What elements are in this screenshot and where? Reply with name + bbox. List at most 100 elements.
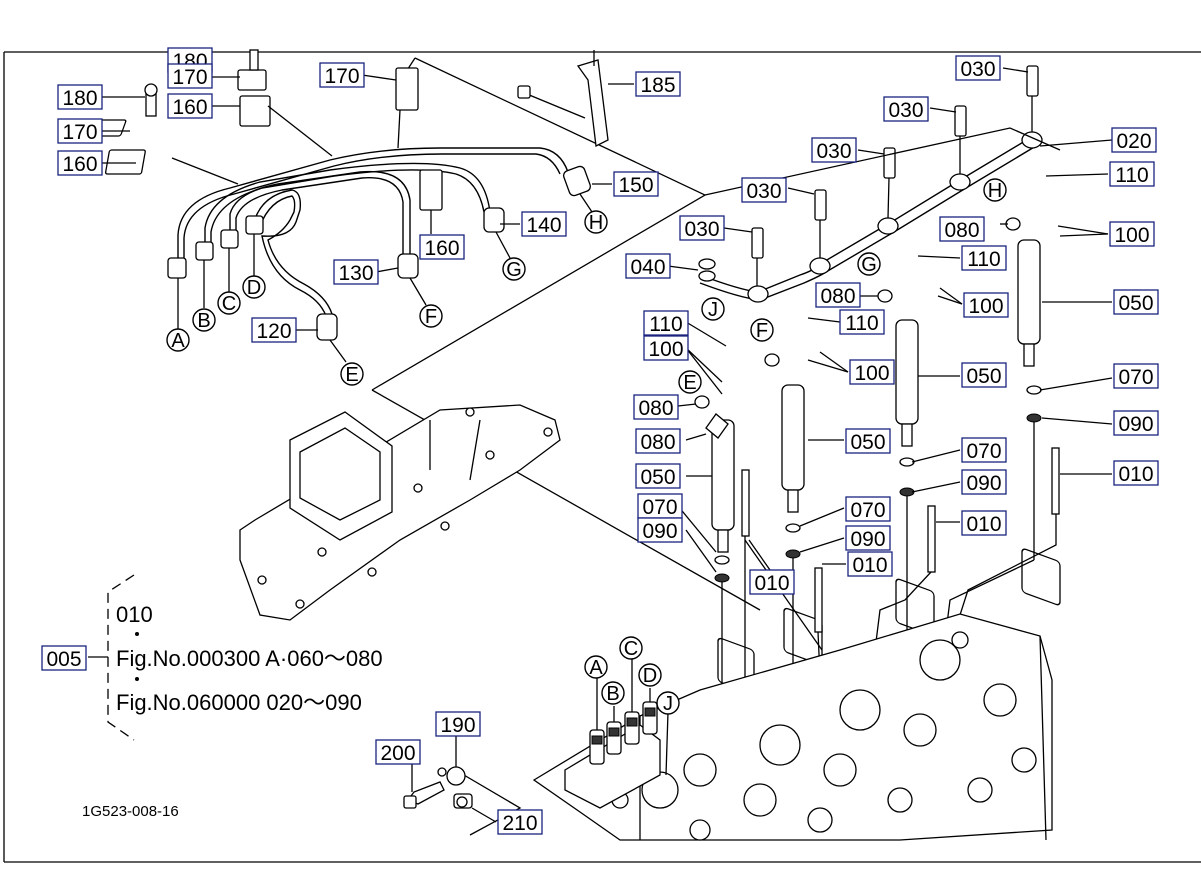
- part-label-050[interactable]: 050: [1113, 289, 1159, 315]
- injector-3: [895, 319, 935, 636]
- part-label-050[interactable]: 050: [845, 428, 891, 454]
- part-label-box: [167, 93, 213, 119]
- ref-letter-circle: [656, 691, 680, 715]
- part-label-160[interactable]: 160: [57, 150, 103, 176]
- part-label-080[interactable]: 080: [939, 216, 985, 242]
- part-label-box: [741, 177, 787, 203]
- part-label-185[interactable]: 185: [635, 71, 681, 97]
- part-label-210[interactable]: 210: [497, 809, 543, 835]
- part-label-box: [1109, 221, 1155, 247]
- part-label-160[interactable]: 160: [419, 234, 465, 260]
- part-label-010[interactable]: 010: [1113, 460, 1159, 486]
- part-label-text: 130: [338, 262, 373, 285]
- part-label-box: [635, 428, 681, 454]
- part-label-box: [251, 317, 297, 343]
- part-label-010[interactable]: 010: [961, 510, 1007, 536]
- ref-letter-C: C: [217, 291, 241, 315]
- part-label-100[interactable]: 100: [963, 292, 1009, 318]
- ref-letter-circle: [678, 370, 702, 394]
- part-label-text: 090: [642, 520, 677, 543]
- part-label-text: 110: [845, 312, 878, 335]
- ref-letter-circle: [217, 291, 241, 315]
- part-label-110[interactable]: 110: [1109, 161, 1155, 187]
- ref-letter-text: F: [756, 320, 768, 342]
- part-label-text: 050: [1118, 292, 1153, 315]
- part-label-box: [1113, 460, 1159, 486]
- part-label-120[interactable]: 120: [251, 317, 297, 343]
- ref-letter-H: H: [983, 178, 1007, 202]
- part-label-100[interactable]: 100: [849, 359, 895, 385]
- part-label-070[interactable]: 070: [637, 493, 683, 519]
- part-label-030[interactable]: 030: [741, 177, 787, 203]
- legend: 005 010 Fig.No.000300 A·060～080 Fig.No.0…: [41, 602, 383, 715]
- injection-pump-cluster: [564, 658, 669, 809]
- part-label-160[interactable]: 160: [167, 93, 213, 119]
- part-label-110[interactable]: 110: [839, 309, 885, 335]
- part-label-text: 170: [324, 65, 359, 88]
- part-label-170[interactable]: 170: [57, 118, 103, 144]
- part-label-text: 120: [256, 320, 291, 343]
- ref-letter-text: H: [988, 180, 1002, 202]
- part-label-140[interactable]: 140: [521, 211, 567, 237]
- part-label-080[interactable]: 080: [815, 282, 861, 308]
- part-label-010[interactable]: 010: [749, 569, 795, 595]
- part-label-050[interactable]: 050: [961, 362, 1007, 388]
- ref-letter-D: D: [638, 663, 662, 687]
- part-label-text: 080: [944, 219, 979, 242]
- part-label-box: [963, 292, 1009, 318]
- part-label-200[interactable]: 200: [375, 739, 421, 765]
- part-label-030[interactable]: 030: [679, 215, 725, 241]
- part-label-090[interactable]: 090: [845, 525, 891, 551]
- part-label-190[interactable]: 190: [435, 711, 481, 737]
- ref-letter-text: A: [171, 330, 185, 352]
- part-label-030[interactable]: 030: [955, 55, 1001, 81]
- part-label-170[interactable]: 170: [167, 63, 213, 89]
- ref-letter-E: E: [678, 370, 702, 394]
- part-label-010[interactable]: 010: [847, 551, 893, 577]
- part-label-130[interactable]: 130: [333, 259, 379, 285]
- part-label-070[interactable]: 070: [1113, 363, 1159, 389]
- part-label-110[interactable]: 110: [961, 245, 1007, 271]
- ref-letter-D: D: [242, 275, 266, 299]
- part-label-box: [435, 711, 481, 737]
- ref-letter-circle: [242, 275, 266, 299]
- part-label-050[interactable]: 050: [635, 463, 681, 489]
- part-label-box: [1113, 410, 1159, 436]
- part-label-100[interactable]: 100: [1109, 221, 1155, 247]
- ref-letter-text: B: [197, 310, 210, 332]
- part-label-text: 170: [172, 66, 207, 89]
- part-label-020[interactable]: 020: [1111, 127, 1157, 153]
- ref-letter-text: J: [708, 299, 718, 321]
- part-label-100[interactable]: 100: [643, 335, 689, 361]
- part-label-box: [419, 234, 465, 260]
- ref-letter-circle: [166, 328, 190, 352]
- part-label-090[interactable]: 090: [1113, 410, 1159, 436]
- part-label-040[interactable]: 040: [625, 253, 671, 279]
- part-label-150[interactable]: 150: [613, 171, 659, 197]
- part-label-080[interactable]: 080: [635, 428, 681, 454]
- part-label-110[interactable]: 110: [643, 310, 689, 336]
- part-label-text: 030: [960, 58, 995, 81]
- ref-letter-circle: [750, 318, 774, 342]
- part-label-080[interactable]: 080: [633, 394, 679, 420]
- part-label-box: [839, 309, 885, 335]
- part-label-090[interactable]: 090: [961, 469, 1007, 495]
- part-label-180[interactable]: 180: [57, 84, 103, 110]
- part-label-170[interactable]: 170: [319, 62, 365, 88]
- leader-lines: [102, 67, 1113, 573]
- part-label-text: 010: [754, 572, 789, 595]
- part-label-box: [57, 118, 103, 144]
- ref-letter-F: F: [750, 318, 774, 342]
- ref-letter-text: C: [624, 638, 638, 660]
- part-label-070[interactable]: 070: [961, 437, 1007, 463]
- legend-group-label[interactable]: 005: [41, 645, 87, 671]
- part-label-070[interactable]: 070: [845, 496, 891, 522]
- part-label-box: [849, 359, 895, 385]
- part-label-text: 040: [630, 256, 665, 279]
- part-label-090[interactable]: 090: [637, 517, 683, 543]
- part-label-030[interactable]: 030: [883, 96, 929, 122]
- part-label-030[interactable]: 030: [811, 137, 857, 163]
- part-label-box: [749, 569, 795, 595]
